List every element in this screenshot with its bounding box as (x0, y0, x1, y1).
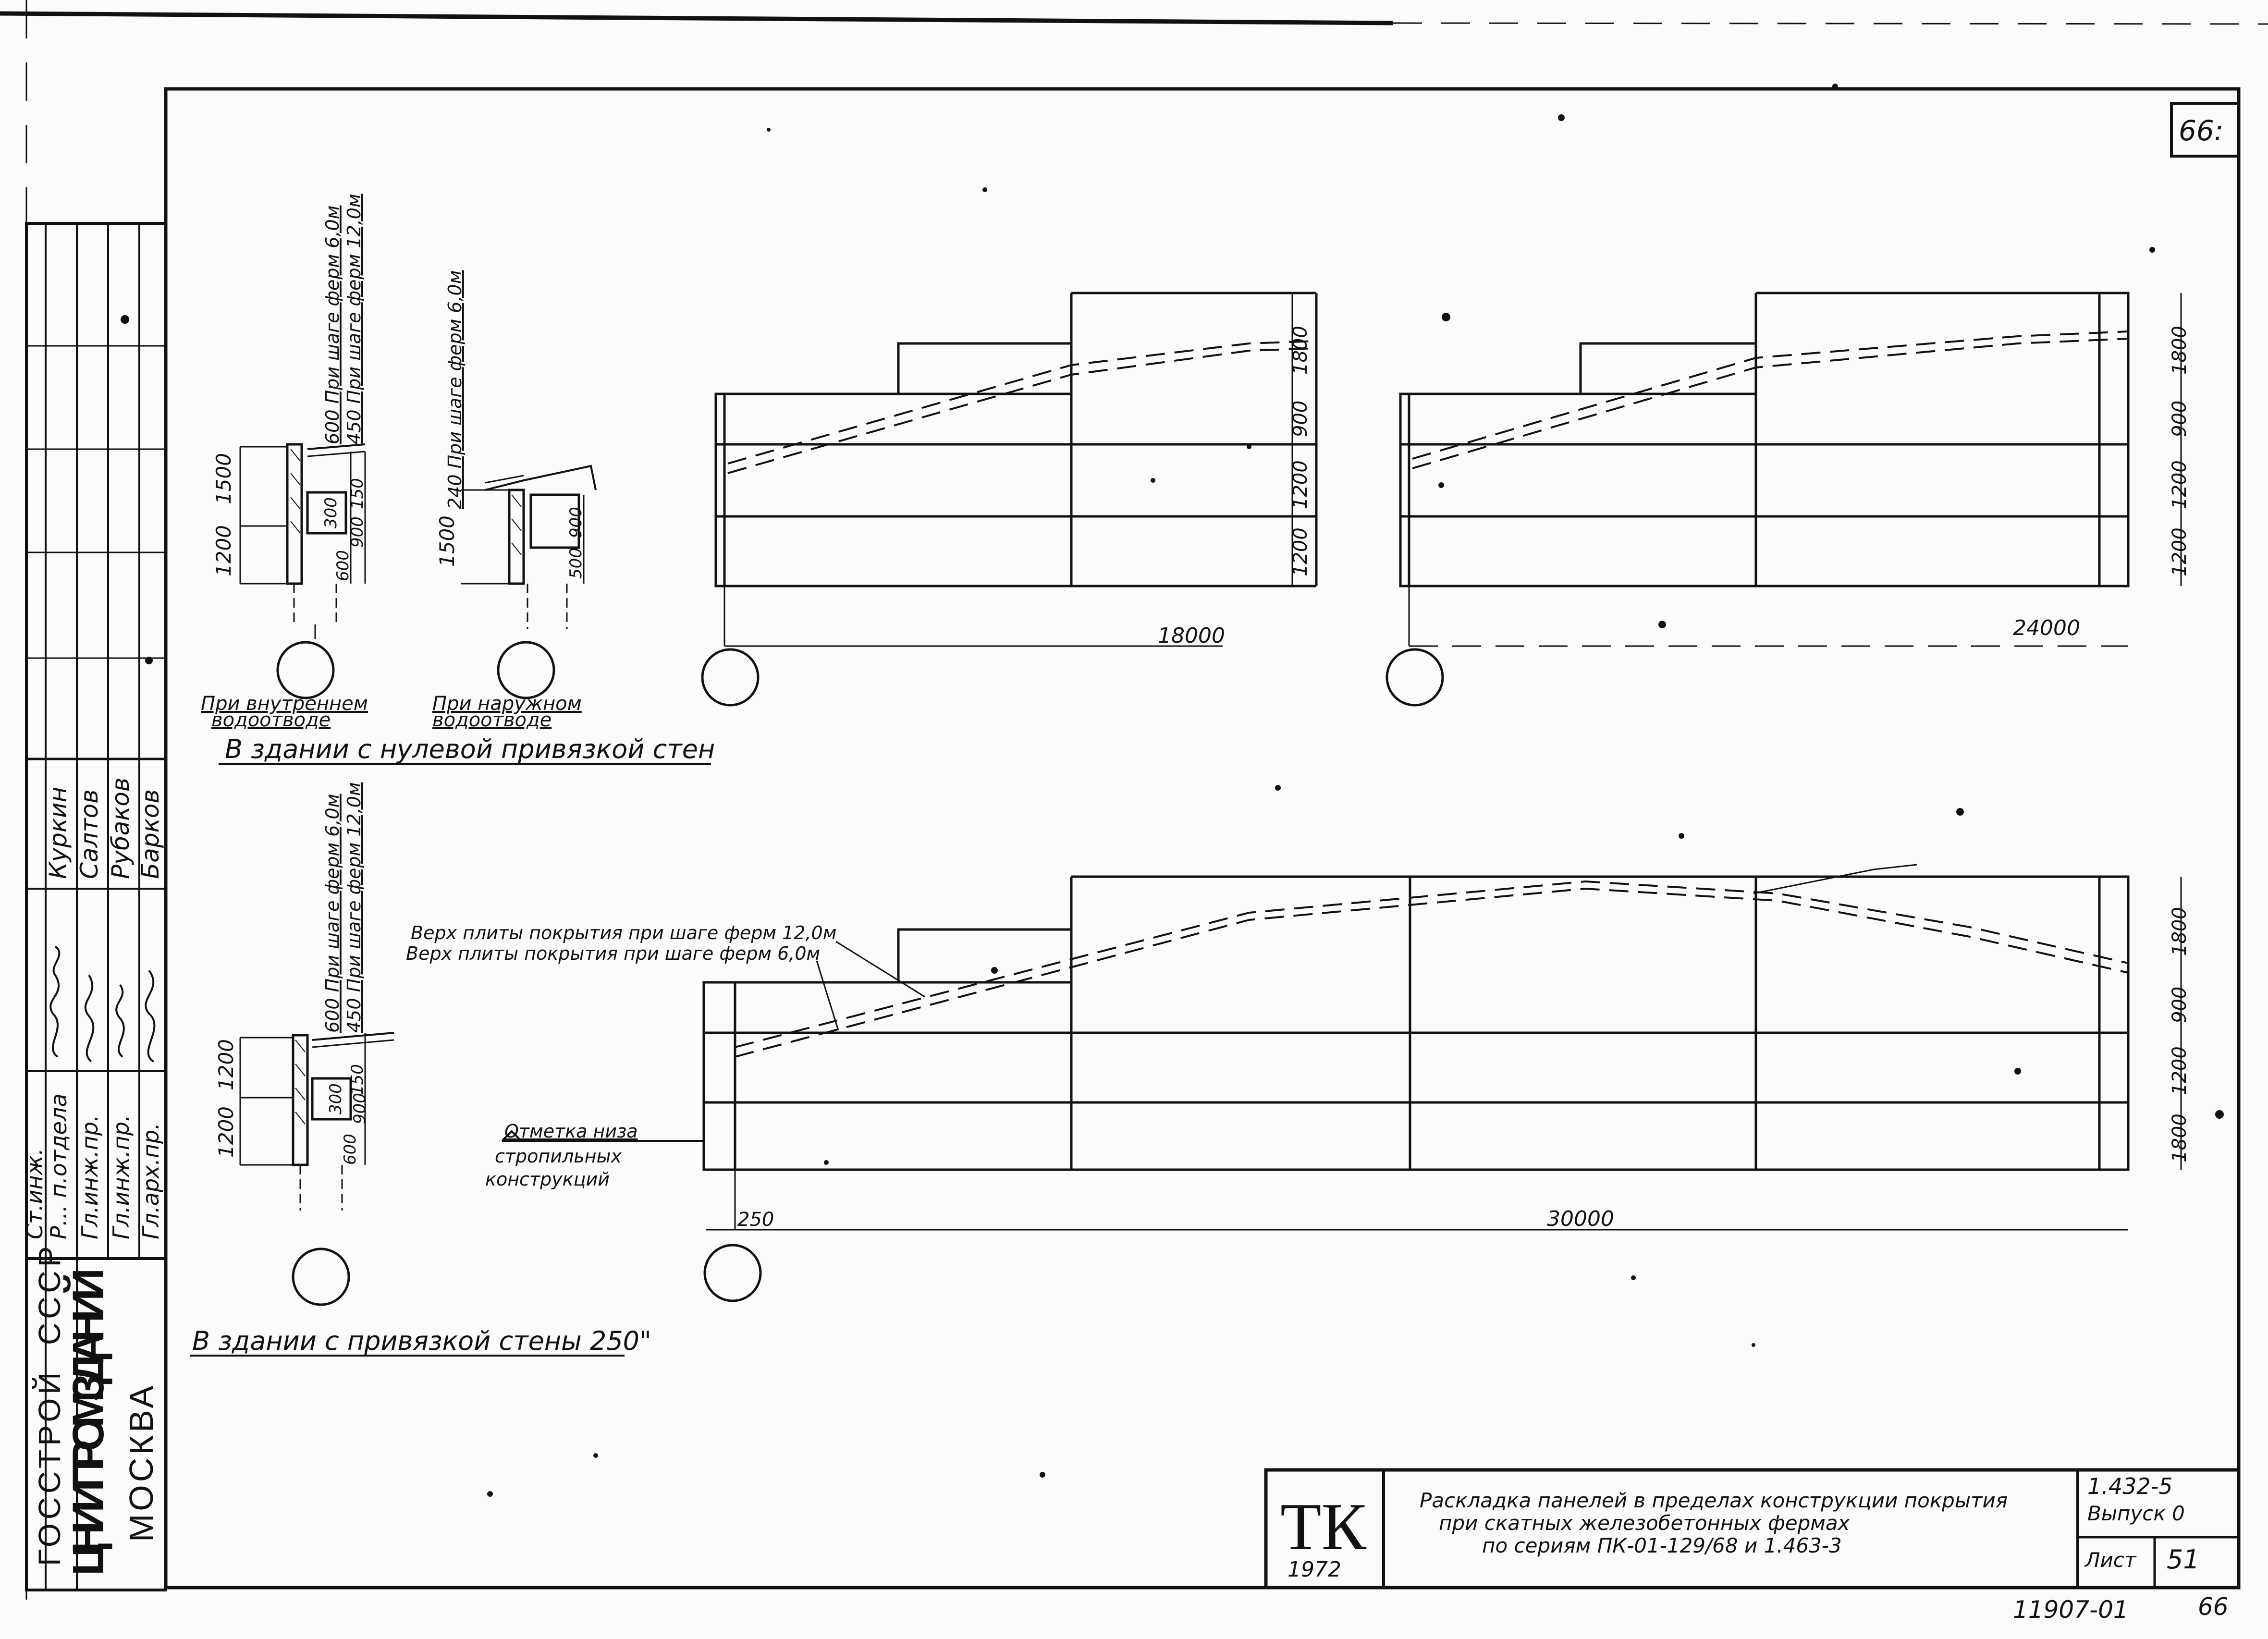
sheet-number: 51 (2167, 1544, 2200, 1575)
elev24-dim-3: 1200 (2169, 460, 2191, 509)
frame-border (164, 87, 2241, 1590)
top-section-caption: В здании с нулевой привязкой стен (225, 734, 715, 764)
internal-dim-150: 150 (348, 478, 367, 509)
signature-4 (145, 969, 156, 1063)
leader-6m (816, 960, 839, 1031)
bottom-detail-note-line1: 600 При шаге ферм 6,0м (322, 794, 343, 1033)
bottom-detail-dim-1200b: 1200 (214, 1106, 238, 1158)
external-dim-900: 900 (566, 507, 586, 538)
stamp-name-3: Рубаков (107, 778, 135, 879)
elev18-dim-4: 1200 (1289, 527, 1312, 576)
elev18-dim-1: 1800 (1289, 326, 1312, 375)
external-dim-1500: 1500 (435, 515, 459, 567)
sheet-number-top: 66: (2179, 114, 2223, 147)
elev24-dim-4: 1200 (2169, 527, 2191, 576)
stamp-name-4: Барков (136, 789, 164, 879)
bottom-detail-dim-300: 300 (326, 1083, 345, 1114)
sheet-number-box (2170, 102, 2240, 158)
bottom-detail-note-line2: 450 При шаге ферм 12,0м (343, 782, 365, 1033)
detail-external-drainage (461, 465, 597, 699)
signature-3 (115, 984, 125, 1058)
bottom-detail-dim-1200a: 1200 (214, 1039, 238, 1090)
tk-logo: ТК (1280, 1490, 1367, 1564)
stamp-name-2: Салтов (75, 789, 103, 879)
sheet-label: Лист (2084, 1548, 2137, 1572)
top-edge-line (0, 11, 1394, 25)
signature-2 (84, 974, 95, 1063)
mark-line2: стропильных (495, 1146, 622, 1167)
external-dim-500: 500 (566, 548, 586, 579)
bottom-section-caption: В здании с привязкой стены 250" (192, 1326, 651, 1356)
left-stamp (25, 222, 167, 1591)
external-caption-line1: При наружном (432, 693, 582, 715)
elev24-span: 24000 (2013, 616, 2080, 640)
external-caption-line2: водоотводе (432, 709, 552, 731)
elev18-span: 18000 (1158, 624, 1225, 648)
footer-code: 11907-01 (2013, 1596, 2129, 1624)
internal-dim-300: 300 (321, 497, 341, 528)
elev30-dim-1: 1800 (2169, 907, 2191, 956)
stamp-city: МОСКВА (123, 1383, 160, 1542)
note-slab-top-12m: Верх плиты покрытия при шаге ферм 12,0м (411, 922, 836, 943)
internal-caption-line1: При внутреннем (201, 693, 368, 715)
elev30-dim-3: 1200 (2169, 1046, 2191, 1095)
elevation-24000 (1385, 292, 2182, 707)
stamp-institute: ЦНИИПРОМЗДАНИЙ (63, 1268, 113, 1576)
bottom-detail-dim-900: 900 (350, 1093, 369, 1124)
mark-line1: Отметка низа (504, 1121, 638, 1142)
elev30-dim-2: 900 (2169, 987, 2191, 1023)
series-code: 1.432-5 (2087, 1473, 2173, 1499)
elev30-offset: 250 (737, 1209, 774, 1231)
elev30-dim-4: 1800 (2169, 1113, 2191, 1162)
level-mark (501, 1130, 704, 1142)
internal-dim-600: 600 (333, 550, 353, 581)
top-edge-dash (1393, 22, 2268, 25)
title-line3: по сериям ПК-01-129/68 и 1.463-3 (1482, 1534, 1842, 1557)
stamp-name-1: Куркин (44, 787, 72, 879)
elev30-span: 30000 (1547, 1207, 1614, 1231)
stamp-role-3: Гл.инж.пр. (108, 1114, 134, 1239)
internal-dim-1500: 1500 (212, 453, 235, 504)
bottom-detail-dim-150: 150 (348, 1064, 367, 1095)
title-block (1264, 1468, 2241, 1590)
detail-bottom (239, 1032, 394, 1306)
issue-label: Выпуск 0 (2087, 1502, 2185, 1525)
stamp-role-1: Р... п.отдела (46, 1093, 72, 1239)
elev18-dim-2: 900 (1289, 401, 1312, 437)
scan-noise (121, 84, 2224, 1497)
note-slab-top-6m: Верх плиты покрытия при шаге ферм 6,0м (406, 943, 820, 964)
title-line1: Раскладка панелей в пределах конструкции… (1420, 1489, 2008, 1512)
internal-caption-line2: водоотводе (211, 709, 331, 731)
tk-year: 1972 (1287, 1557, 1341, 1582)
detail-internal-drainage (239, 443, 366, 699)
internal-dim-1200: 1200 (212, 525, 235, 576)
internal-note-line2: 450 При шаге ферм 12,0м (343, 194, 365, 444)
elev18-dim-3: 1200 (1289, 460, 1312, 509)
stamp-role-2: Гл.инж.пр. (77, 1114, 103, 1239)
leader-12m (835, 941, 925, 998)
external-note: 240 При шаге ферм 6,0м (444, 270, 466, 509)
footer-page: 66 (2198, 1593, 2229, 1621)
bottom-detail-dim-600: 600 (341, 1134, 360, 1165)
elevation-18000 (701, 292, 1318, 707)
stamp-role-4: Гл.арх.пр. (138, 1123, 164, 1239)
mark-line3: конструкций (485, 1169, 610, 1190)
stamp-org-line2: СССР (32, 1243, 67, 1345)
elev24-dim-2: 900 (2169, 401, 2191, 437)
internal-dim-900: 900 (348, 516, 367, 548)
elevation-30000 (702, 864, 2182, 1302)
stamp-org-line1: ГОССТРОЙ (32, 1369, 67, 1566)
internal-note-line1: 600 При шаге ферм 6,0м (322, 206, 343, 444)
title-line2: при скатных железобетонных фермах (1439, 1511, 1851, 1535)
signature-1 (49, 945, 61, 1058)
elev24-dim-1: 1800 (2169, 326, 2191, 375)
stamp-role-5: Ст.инж. (22, 1148, 48, 1239)
